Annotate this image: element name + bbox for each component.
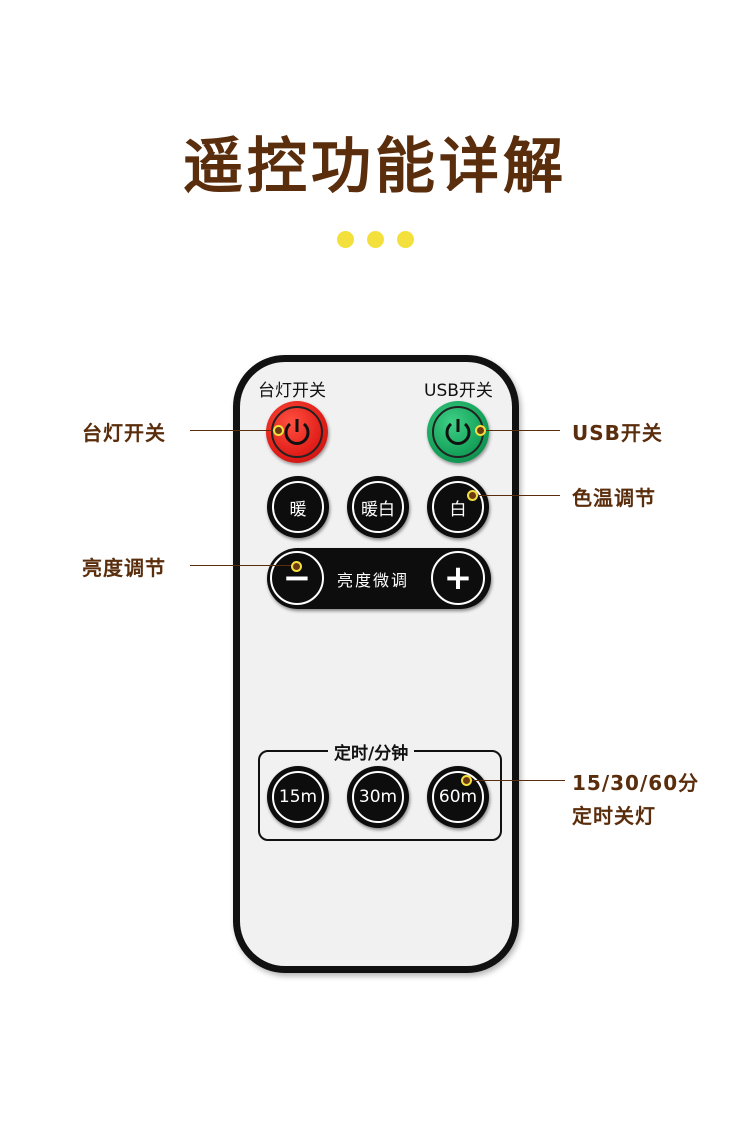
callout-marker (291, 561, 302, 572)
lamp-power-label: 台灯开关 (258, 381, 326, 401)
callout-lamp-power: 台灯开关 (82, 421, 166, 445)
power-icon (284, 419, 310, 445)
timer-30m-button[interactable]: 30m (347, 766, 409, 828)
brightness-plus-button[interactable]: + (431, 551, 485, 605)
callout-line (468, 780, 565, 781)
callout-marker (273, 425, 284, 436)
callout-marker (467, 490, 478, 501)
decor-dot (397, 231, 414, 248)
callout-timer-1: 15/30/60分 (572, 771, 700, 795)
warm-button[interactable]: 暖 (267, 476, 329, 538)
timer-60m-button[interactable]: 60m (427, 766, 489, 828)
usb-power-label: USB开关 (424, 381, 493, 401)
callout-marker (475, 425, 486, 436)
callout-line (190, 430, 277, 431)
callout-color-temp: 色温调节 (572, 486, 656, 510)
brightness-label: 亮度微调 (337, 571, 410, 590)
callout-line (474, 495, 560, 496)
callout-line (482, 430, 560, 431)
callout-usb-power: USB开关 (572, 421, 663, 445)
brightness-minus-button[interactable]: − (270, 551, 324, 605)
callout-line (190, 565, 294, 566)
callout-timer-2: 定时关灯 (572, 804, 656, 828)
timer-label: 定时/分钟 (328, 739, 415, 764)
page-title: 遥控功能详解 (183, 132, 567, 202)
callout-marker (461, 775, 472, 786)
timer-15m-button[interactable]: 15m (267, 766, 329, 828)
warm-white-button[interactable]: 暖白 (347, 476, 409, 538)
decor-dot (337, 231, 354, 248)
brightness-bar: − 亮度微调 + (267, 548, 491, 609)
callout-brightness: 亮度调节 (82, 556, 166, 580)
white-button[interactable]: 白 (427, 476, 489, 538)
power-icon (445, 419, 471, 445)
decor-dot (367, 231, 384, 248)
